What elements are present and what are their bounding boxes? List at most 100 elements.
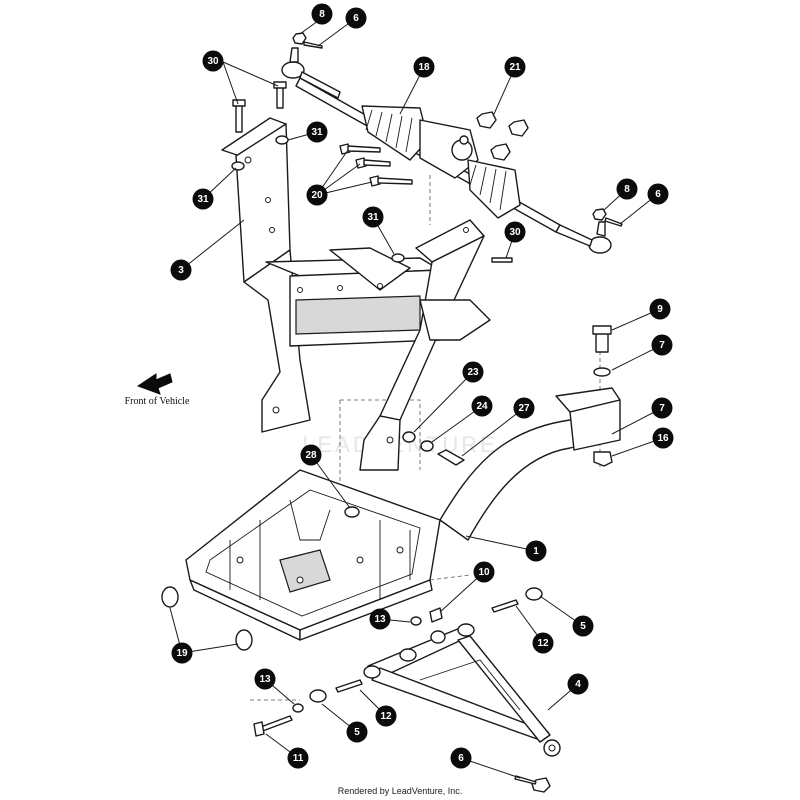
callout-bubble (192, 188, 214, 210)
callout-number: 8 (624, 184, 630, 195)
callout-number: 1 (533, 546, 539, 557)
callout-number: 12 (380, 711, 392, 722)
callout-30: 30 (202, 50, 224, 72)
callout-number: 31 (197, 194, 209, 205)
callout-bubble (287, 747, 309, 769)
callout-31: 31 (362, 206, 384, 228)
callout-bubble (651, 334, 673, 356)
callout-number: 6 (353, 13, 359, 24)
callout-12: 12 (532, 632, 554, 654)
callout-20: 20 (306, 184, 328, 206)
callout-28: 28 (300, 444, 322, 466)
callout-5: 5 (572, 615, 594, 637)
callout-10: 10 (473, 561, 495, 583)
callout-13: 13 (369, 608, 391, 630)
callout-number: 30 (207, 56, 219, 67)
callout-bubble (450, 747, 472, 769)
a-arm (363, 623, 561, 757)
callout-number: 20 (311, 190, 323, 201)
callout-bubble (311, 3, 333, 25)
callout-bubble (616, 178, 638, 200)
callout-9: 9 (649, 298, 671, 320)
callout-number: 6 (655, 189, 661, 200)
pivot-hardware (402, 431, 465, 466)
steering-rack (295, 77, 561, 233)
callout-bubble (306, 184, 328, 206)
callout-number: 24 (476, 401, 488, 412)
callout-bubble (362, 206, 384, 228)
callout-number: 5 (580, 621, 586, 632)
callout-bubble (647, 183, 669, 205)
callout-bubble (649, 298, 671, 320)
callout-13: 13 (254, 668, 276, 690)
callout-number: 27 (518, 403, 530, 414)
callout-number: 30 (509, 227, 521, 238)
callout-11: 11 (287, 747, 309, 769)
credit-text: Rendered by LeadVenture, Inc. (338, 786, 463, 796)
callout-number: 31 (367, 212, 379, 223)
steering-frame (221, 117, 491, 471)
callout-bubble (254, 668, 276, 690)
callout-24: 24 (471, 395, 493, 417)
callout-number: 18 (418, 62, 430, 73)
callout-6: 6 (647, 183, 669, 205)
callout-8: 8 (311, 3, 333, 25)
callout-number: 28 (305, 450, 317, 461)
callout-number: 8 (319, 9, 325, 20)
callout-bubble (513, 397, 535, 419)
callout-number: 6 (458, 753, 464, 764)
callout-6: 6 (345, 7, 367, 29)
callout-number: 31 (311, 127, 323, 138)
callout-23: 23 (462, 361, 484, 383)
plugs (161, 586, 253, 651)
callout-bubble (525, 540, 547, 562)
callout-bubble (375, 705, 397, 727)
callout-bubble (567, 673, 589, 695)
callout-number: 5 (354, 727, 360, 738)
callout-number: 9 (657, 304, 663, 315)
callout-number: 23 (467, 367, 479, 378)
tie-rod-end-left (281, 47, 341, 99)
callout-number: 7 (659, 403, 665, 414)
front-arrow-icon (136, 373, 173, 395)
callout-bubble (471, 395, 493, 417)
callout-bubble (413, 56, 435, 78)
callout-bubble (652, 427, 674, 449)
callout-number: 7 (659, 340, 665, 351)
callout-16: 16 (652, 427, 674, 449)
callout-number: 16 (657, 433, 669, 444)
callout-bubble (369, 608, 391, 630)
callout-bubble (572, 615, 594, 637)
callout-bubble (504, 56, 526, 78)
lower-pan (185, 469, 441, 641)
callout-30: 30 (504, 221, 526, 243)
callout-number: 19 (176, 648, 188, 659)
callout-bubble (171, 642, 193, 664)
callout-19: 19 (171, 642, 193, 664)
callout-7: 7 (651, 397, 673, 419)
callout-18: 18 (413, 56, 435, 78)
callout-number: 11 (293, 753, 304, 764)
front-axle-beam (439, 387, 621, 541)
callout-bubble (462, 361, 484, 383)
tie-rod-end-right (555, 221, 612, 254)
callout-8: 8 (616, 178, 638, 200)
callout-bubble (473, 561, 495, 583)
callout-bubble (300, 444, 322, 466)
callout-5: 5 (346, 721, 368, 743)
callout-27: 27 (513, 397, 535, 419)
a-arm-bushings (253, 587, 551, 793)
callout-bubble (170, 259, 192, 281)
callout-12: 12 (375, 705, 397, 727)
callout-bubble (202, 50, 224, 72)
callout-bubble (504, 221, 526, 243)
front-of-vehicle-label: Front of Vehicle (125, 396, 190, 407)
callout-number: 4 (575, 679, 581, 690)
callout-number: 13 (374, 614, 386, 625)
callout-6: 6 (450, 747, 472, 769)
callout-bubble (345, 7, 367, 29)
callout-bubble (346, 721, 368, 743)
callout-31: 31 (306, 121, 328, 143)
